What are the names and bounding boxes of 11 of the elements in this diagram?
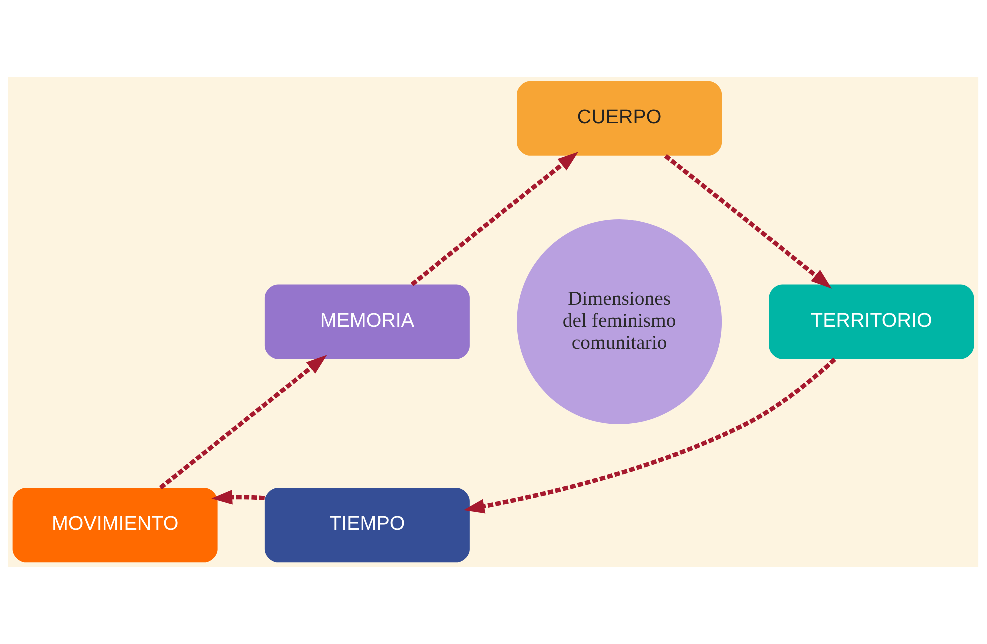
node-circle: Dimensiones del feminismo comunitario: [517, 220, 722, 424]
arrow: [664, 154, 832, 289]
node-box: CUERPO: [517, 81, 722, 156]
arrow: [159, 355, 328, 490]
arrow: [464, 358, 836, 514]
arrow: [212, 490, 266, 505]
node-box: TIEMPO: [264, 488, 470, 563]
node-box: MOVIMIENTO: [12, 488, 218, 563]
node-box: TERRITORIO: [769, 284, 974, 360]
node-box: MEMORIA: [264, 284, 470, 360]
arrow: [410, 152, 579, 286]
